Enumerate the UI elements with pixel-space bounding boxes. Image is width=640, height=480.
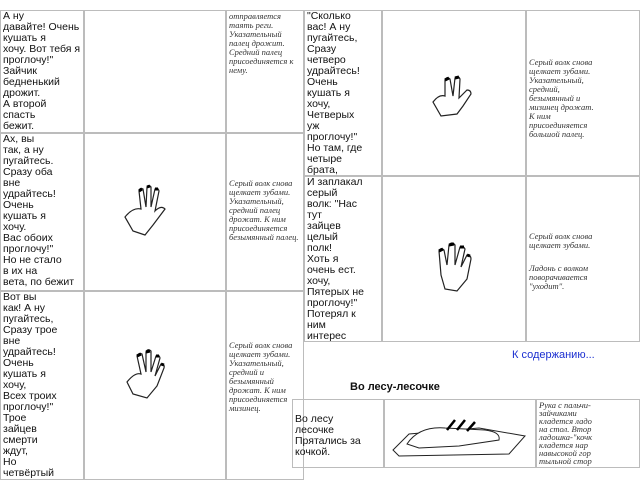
image-cell-3 xyxy=(84,291,226,480)
poem-text-2: Ах, вы так, а ну пугайтесь. Сразу оба вн… xyxy=(3,133,75,290)
image-cell-4 xyxy=(382,10,526,176)
section-text-cell: Во лесу лесочке Прятались за кочкой. xyxy=(292,399,384,468)
caption-text-3: Серый волк снова щелкает зубами. Указате… xyxy=(229,340,293,413)
section-image-cell xyxy=(384,399,536,468)
hand-fingers-icon xyxy=(124,184,166,236)
poem-cell-5: И заплакал серый волк: "Нас тут зайцев ц… xyxy=(304,176,382,342)
poem-text-5: И заплакал серый волк: "Нас тут зайцев ц… xyxy=(307,176,364,342)
caption-text-5: Серый волк снова щелкает зубами. xyxy=(529,231,593,250)
hand-fingers-icon xyxy=(438,242,472,292)
caption-text-4: Серый волк снова щелкает зубами. Указате… xyxy=(529,57,594,139)
hand-fingers-icon xyxy=(126,349,165,399)
caption-text-6: Ладонь с волком поворачивается "уходит". xyxy=(529,263,588,291)
image-cell-5 xyxy=(382,176,526,342)
poem-cell-1: А ну давайте! Очень кушать я хочу. Вот т… xyxy=(0,10,84,133)
caption-cell-3: Серый волк снова щелкает зубами. Указате… xyxy=(226,291,304,480)
poem-text-3: Вот вы как! А ну пугайтесь, Сразу трое в… xyxy=(3,291,58,479)
poem-text-4: "Сколько вас! А ну пугайтесь, Сразу четв… xyxy=(307,10,363,176)
section-caption-cell: Рука с пальчи- зайчиками кладется ладо н… xyxy=(536,399,640,468)
caption-cell-2: Серый волк снова щелкает зубами. Указате… xyxy=(226,133,304,291)
section-title: Во лесу-лесочке xyxy=(350,381,440,393)
caption-cell-1: отправляется таять реги. Указательный па… xyxy=(226,10,304,133)
poem-cell-3: Вот вы как! А ну пугайтесь, Сразу трое в… xyxy=(0,291,84,480)
section-text: Во лесу лесочке Прятались за кочкой. xyxy=(295,413,361,458)
toc-link[interactable]: К содержанию... xyxy=(512,349,595,361)
section-caption: Рука с пальчи- зайчиками кладется ладо н… xyxy=(539,400,593,466)
image-cell-1 xyxy=(84,10,226,133)
hand-fingers-icon xyxy=(432,75,472,117)
image-cell-2 xyxy=(84,133,226,291)
caption-cell-5: Серый волк снова щелкает зубами. Ладонь … xyxy=(526,176,640,342)
poem-text-1: А ну давайте! Очень кушать я хочу. Вот т… xyxy=(3,10,81,132)
caption-text-1: отправляется таять реги. Указательный па… xyxy=(229,11,294,75)
caption-text-2: Серый волк снова щелкает зубами. Указате… xyxy=(229,178,299,242)
poem-cell-2: Ах, вы так, а ну пугайтесь. Сразу оба вн… xyxy=(0,133,84,291)
caption-cell-4: Серый волк снова щелкает зубами. Указате… xyxy=(526,10,640,176)
poem-cell-4: "Сколько вас! А ну пугайтесь, Сразу четв… xyxy=(304,10,382,176)
hands-on-table-icon xyxy=(392,419,526,457)
